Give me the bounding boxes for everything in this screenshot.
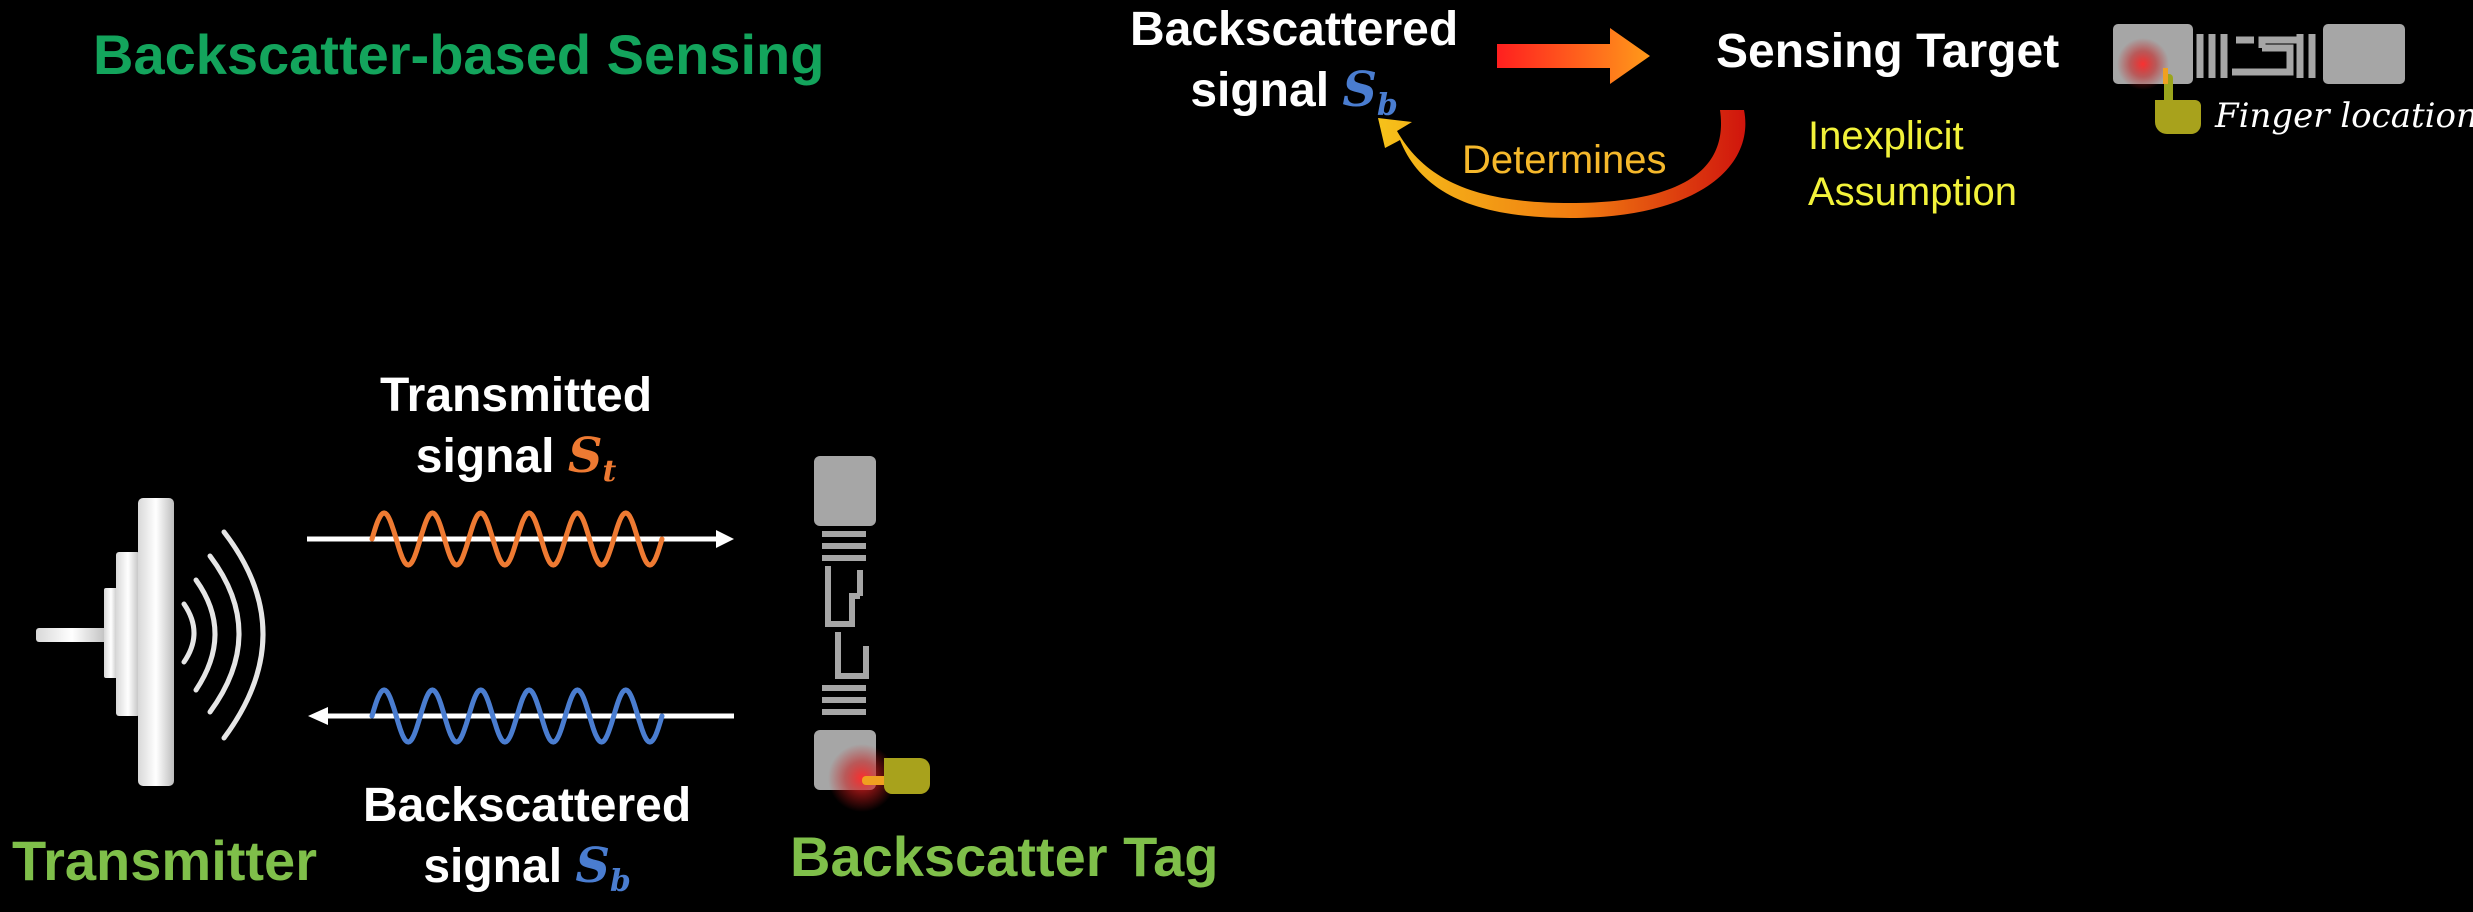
backscattered-line1: Backscattered	[1130, 3, 1459, 56]
sb-lower-letter: S	[575, 838, 611, 894]
page-title: Backscatter-based Sensing	[93, 23, 825, 86]
signal-word: signal	[1190, 64, 1330, 117]
transmitted-arrow	[307, 530, 734, 548]
sb-lower-subscript: b	[610, 863, 631, 899]
signal-word: signal	[415, 430, 555, 483]
sb-symbol: Sb	[1342, 62, 1397, 123]
sensing-target-label: Sensing Target	[1716, 25, 2060, 78]
st-letter: S	[567, 428, 603, 484]
backscatter-tag-label: Backscatter Tag	[790, 825, 1219, 888]
signal-word: signal	[423, 840, 563, 893]
transmitted-signal-label: Transmitted signal St	[380, 366, 652, 502]
backscattered-signal-lower-label: Backscattered signal Sb	[363, 776, 691, 912]
assumption-line1: Inexplicit	[1808, 114, 1964, 158]
inset-rfid-tag	[2113, 24, 2405, 90]
transmitted-line2: signal St	[380, 426, 652, 502]
st-symbol: St	[567, 428, 616, 489]
pointing-hand-icon	[2155, 68, 2201, 134]
finger-location-caption: Finger location	[2215, 96, 2473, 136]
inexplicit-assumption-label: Inexplicit Assumption	[1808, 108, 2017, 220]
sb-lower-symbol: Sb	[575, 838, 630, 899]
transmitter-label: Transmitter	[12, 829, 317, 892]
backscattered-wave	[369, 687, 665, 745]
pointing-hand-tag-icon	[862, 758, 930, 794]
sb-subscript: b	[1377, 87, 1398, 123]
assumption-line2: Assumption	[1808, 170, 2017, 214]
backscattered-line2: signal Sb	[1130, 60, 1458, 136]
backscattered-lower-line2: signal Sb	[363, 836, 691, 912]
st-subscript: t	[602, 453, 617, 489]
transmitted-wave	[369, 510, 665, 568]
backscattered-signal-label: Backscattered signal Sb	[1130, 0, 1458, 136]
determines-label: Determines	[1462, 138, 1667, 182]
right-arrow	[1497, 28, 1650, 84]
transmitted-line1: Transmitted	[380, 369, 653, 422]
sb-letter: S	[1342, 62, 1378, 118]
backscatter-tag	[814, 456, 896, 812]
transmitter-antenna	[36, 498, 266, 786]
backscattered-lower-line1: Backscattered	[363, 779, 692, 832]
determines-curved-arrow	[1378, 110, 1746, 218]
